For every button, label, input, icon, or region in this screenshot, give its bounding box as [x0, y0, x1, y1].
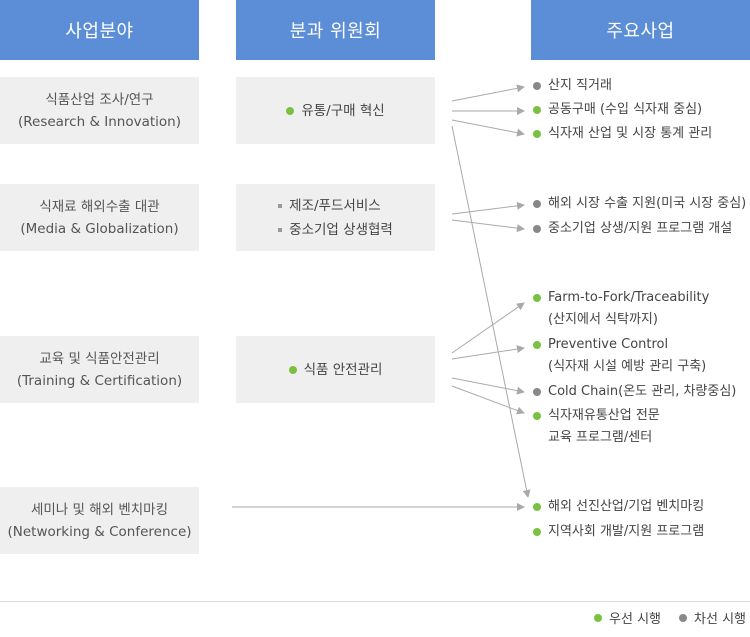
committee-item: 식품 안전관리 — [288, 358, 383, 382]
field-ko: 세미나 및 해외 벤치마킹 — [30, 501, 169, 518]
gray-dot-icon — [533, 225, 541, 233]
green-dot-icon — [533, 503, 541, 511]
committee-box-safety: 식품 안전관리 — [236, 336, 435, 403]
program-item: 중소기업 상생/지원 프로그램 개설 — [533, 218, 732, 240]
arrow — [451, 119, 525, 137]
committee-item: 유통/구매 혁신 — [286, 99, 385, 123]
green-dot-icon — [533, 412, 541, 420]
gray-dot-icon — [533, 388, 541, 396]
green-dot-icon — [288, 365, 297, 374]
program-label: 공동구매 (수입 식자재 중심) — [548, 102, 703, 117]
program-label: 중소기업 상생/지원 프로그램 개설 — [548, 221, 733, 236]
field-en: (Media & Globalization) — [20, 220, 179, 237]
field-box-training: 교육 및 식품안전관리 (Training & Certification) — [0, 336, 199, 403]
arrow — [451, 125, 531, 498]
legend-label: 우선 시행 — [609, 612, 662, 627]
committee-label: 유통/구매 혁신 — [301, 102, 385, 119]
arrow — [451, 385, 525, 415]
program-item: Preventive Control (식자재 시설 예방 관리 구축) — [533, 334, 706, 378]
legend-secondary: 차선 시행 — [679, 608, 746, 627]
header-main: 주요사업 — [531, 0, 750, 60]
square-bullet-icon — [278, 203, 283, 208]
legend: 우선 시행 차선 시행 — [576, 608, 746, 627]
committee-item: 중소기업 상생협력 — [278, 218, 393, 242]
legend-divider — [0, 601, 750, 602]
green-dot-icon — [533, 528, 541, 536]
program-label: 식자재유통산업 전문 — [548, 408, 660, 423]
committee-label: 제조/푸드서비스 — [289, 197, 381, 214]
committee-label: 중소기업 상생협력 — [289, 221, 393, 238]
green-dot-icon — [533, 341, 541, 349]
committee-item: 제조/푸드서비스 — [278, 194, 381, 218]
program-item: Cold Chain(온도 관리, 차량중심) — [533, 381, 736, 403]
field-box-media: 식재료 해외수출 대관 (Media & Globalization) — [0, 184, 199, 251]
field-box-research: 식품산업 조사/연구 (Research & Innovation) — [0, 77, 199, 144]
field-en: (Research & Innovation) — [17, 113, 182, 130]
green-dot-icon — [533, 294, 541, 302]
program-item: 공동구매 (수입 식자재 중심) — [533, 99, 702, 121]
legend-priority: 우선 시행 — [594, 608, 661, 627]
program-label: Preventive Control — [548, 337, 669, 352]
committee-box-distribution: 유통/구매 혁신 — [236, 77, 435, 144]
program-item: 지역사회 개발/지원 프로그램 — [533, 521, 704, 543]
arrow — [451, 219, 525, 233]
arrow — [451, 84, 525, 102]
green-dot-icon — [533, 130, 541, 138]
header-field: 사업분야 — [0, 0, 199, 60]
program-sublabel: 교육 프로그램/센터 — [548, 430, 653, 445]
program-sublabel: (식자재 시설 예방 관리 구축) — [548, 359, 707, 374]
arrow — [451, 201, 525, 215]
program-label: 산지 직거래 — [548, 78, 612, 93]
field-ko: 식품산업 조사/연구 — [45, 91, 154, 108]
program-item: 식자재유통산업 전문 교육 프로그램/센터 — [533, 405, 660, 449]
header-committee: 분과 위원회 — [236, 0, 435, 60]
program-label: 해외 시장 수출 지원(미국 시장 중심) — [548, 196, 747, 211]
square-bullet-icon — [278, 227, 283, 232]
field-en: (Training & Certification) — [16, 372, 183, 389]
field-ko: 교육 및 식품안전관리 — [39, 350, 160, 367]
field-en: (Networking & Conference) — [7, 523, 192, 540]
program-label: Cold Chain(온도 관리, 차량중심) — [548, 384, 737, 399]
arrow — [451, 377, 525, 395]
gray-dot-icon — [533, 200, 541, 208]
field-ko: 식재료 해외수출 대관 — [39, 198, 160, 215]
program-sublabel: (산지에서 식탁까지) — [548, 312, 658, 327]
gray-dot-icon — [679, 613, 688, 622]
program-label: Farm-to-Fork/Traceability — [548, 290, 710, 305]
field-box-networking: 세미나 및 해외 벤치마킹 (Networking & Conference) — [0, 487, 199, 554]
program-item: 식자재 산업 및 시장 통계 관리 — [533, 123, 712, 145]
committee-box-manufacturing: 제조/푸드서비스 중소기업 상생협력 — [236, 184, 435, 251]
program-label: 식자재 산업 및 시장 통계 관리 — [548, 126, 713, 141]
program-item: 해외 선진산업/기업 벤치마킹 — [533, 496, 704, 518]
program-label: 지역사회 개발/지원 프로그램 — [548, 524, 705, 539]
gray-dot-icon — [533, 82, 541, 90]
program-item: 해외 시장 수출 지원(미국 시장 중심) — [533, 193, 746, 215]
program-label: 해외 선진산업/기업 벤치마킹 — [548, 499, 705, 514]
green-dot-icon — [594, 613, 603, 622]
committee-label: 식품 안전관리 — [303, 361, 383, 378]
arrow — [451, 302, 525, 354]
program-item: Farm-to-Fork/Traceability (산지에서 식탁까지) — [533, 287, 709, 331]
green-dot-icon — [286, 106, 295, 115]
legend-label: 차선 시행 — [694, 612, 746, 627]
arrow — [451, 345, 525, 360]
green-dot-icon — [533, 106, 541, 114]
program-item: 산지 직거래 — [533, 75, 612, 97]
